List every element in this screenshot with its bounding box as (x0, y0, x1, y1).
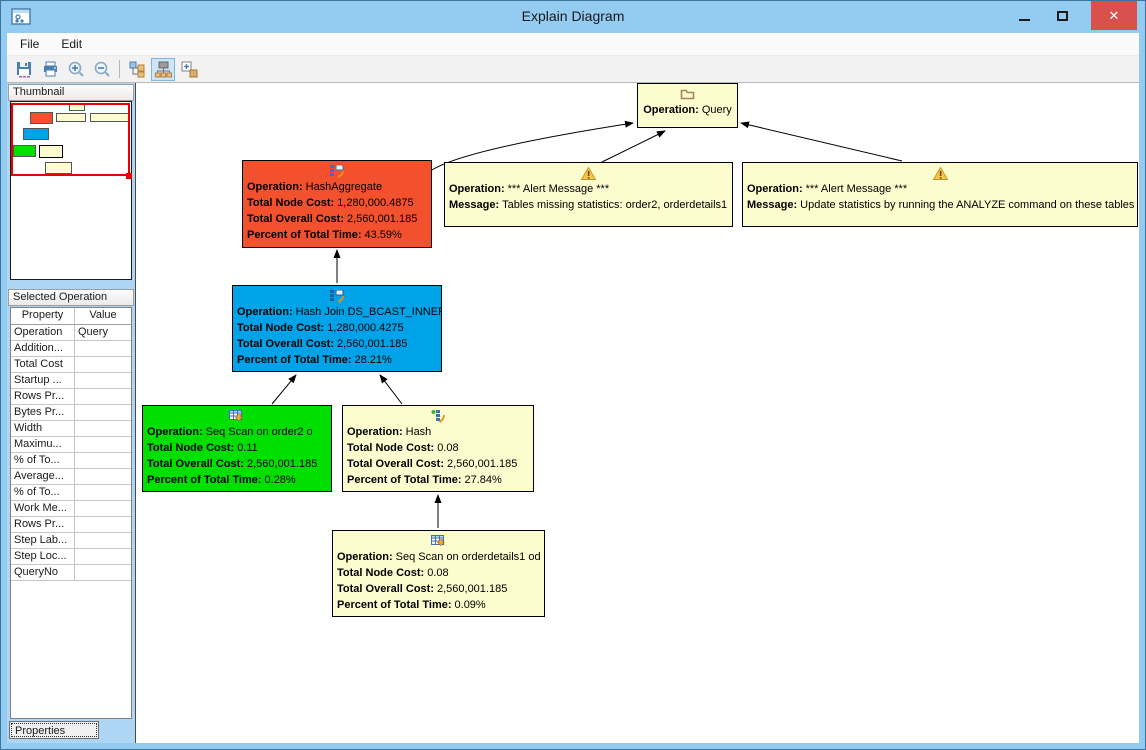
toolbar (7, 56, 1139, 83)
app-icon (11, 8, 31, 25)
title-bar: Explain Diagram ✕ (1, 1, 1145, 33)
thumbnail-node-alert1 (56, 113, 86, 122)
minimize-button[interactable] (1007, 1, 1041, 30)
node-seq-scan-orderdetails1[interactable]: Operation:Seq Scan on orderdetails1 od T… (332, 530, 545, 617)
properties-tab-button[interactable]: Properties (9, 721, 99, 739)
warning-icon (932, 166, 948, 180)
thumbnail-node-hashjoin (23, 128, 49, 140)
table-row[interactable]: Step Loc... (11, 549, 131, 565)
node-alert-message-1[interactable]: Operation:*** Alert Message *** Message:… (444, 162, 733, 227)
window-title: Explain Diagram (521, 8, 625, 24)
table-row[interactable]: Maximu... (11, 437, 131, 453)
toolbar-separator (119, 60, 120, 78)
thumbnail-viewport-handle[interactable] (126, 173, 132, 179)
close-button[interactable]: ✕ (1091, 1, 1137, 30)
column-value: Value (75, 308, 131, 325)
print-icon (43, 61, 57, 76)
hierarchy-layout-icon (154, 61, 172, 77)
warning-icon (580, 166, 597, 180)
selected-operation-header: Selected Operation (8, 289, 134, 306)
seq-scan-icon (430, 535, 445, 547)
node-query[interactable]: Operation:Query (637, 83, 738, 128)
maximize-button[interactable] (1045, 1, 1079, 30)
thumbnail-panel-header: Thumbnail (8, 84, 134, 101)
table-row[interactable]: % of To... (11, 453, 131, 469)
save-button[interactable] (12, 58, 36, 81)
close-icon: ✕ (1108, 7, 1120, 23)
diagram-edges (271, 120, 903, 528)
zoom-in-button[interactable] (64, 58, 88, 81)
maximize-icon (1056, 10, 1068, 21)
hierarchy-layout-button[interactable] (151, 57, 175, 81)
save-icon (16, 61, 31, 77)
menu-bar: File Edit (7, 33, 1139, 56)
node-hash[interactable]: Operation:Hash Total Node Cost:0.08 Tota… (342, 405, 534, 492)
table-row[interactable]: Average... (11, 469, 131, 485)
table-row[interactable]: Rows Pr... (11, 517, 131, 533)
zoom-in-icon (68, 61, 84, 77)
menu-edit[interactable]: Edit (61, 37, 83, 51)
sidebar: Thumbnail Selected Operation Property Va (7, 83, 135, 743)
minimize-icon (1018, 18, 1030, 21)
expand-layout-icon (181, 61, 197, 77)
table-row[interactable]: % of To... (11, 485, 131, 501)
menu-file[interactable]: File (20, 37, 40, 51)
table-row[interactable]: Width (11, 421, 131, 437)
hash-icon (431, 410, 445, 423)
table-row[interactable]: Rows Pr... (11, 389, 131, 405)
tree-layout-icon (129, 61, 144, 77)
thumbnail-node-seqscan1 (13, 145, 36, 157)
zoom-out-icon (94, 61, 110, 77)
diagram-canvas[interactable]: Operation:Query Operation:HashAggregate … (135, 83, 1139, 743)
folder-icon (680, 89, 695, 100)
tree-layout-button[interactable] (125, 58, 149, 81)
table-row[interactable]: Bytes Pr... (11, 405, 131, 421)
thumbnail-preview[interactable] (10, 101, 132, 280)
property-table-header: Property Value (11, 308, 131, 325)
table-row[interactable]: Addition... (11, 341, 131, 357)
thumbnail-viewport[interactable] (11, 103, 132, 179)
hash-aggregate-icon (329, 164, 344, 178)
zoom-out-button[interactable] (90, 58, 114, 81)
node-alert-message-2[interactable]: Operation:*** Alert Message *** Message:… (742, 162, 1138, 227)
thumbnail-node-hash (39, 145, 63, 158)
table-row[interactable]: Startup ... (11, 373, 131, 389)
table-row[interactable]: QueryNo (11, 565, 131, 581)
column-property: Property (11, 308, 75, 325)
thumbnail-node-hashaggregate (30, 112, 53, 124)
hash-join-icon (329, 289, 344, 303)
window-body: Thumbnail Selected Operation Property Va (1, 83, 1145, 743)
node-seq-scan-order2[interactable]: Operation:Seq Scan on order2 o Total Nod… (142, 405, 332, 492)
thumbnail-node-seqscan2 (45, 162, 72, 174)
table-row[interactable]: Step Lab... (11, 533, 131, 549)
seq-scan-icon (229, 410, 244, 422)
table-row[interactable]: Work Me... (11, 501, 131, 517)
expand-layout-button[interactable] (177, 58, 201, 81)
table-row[interactable]: Total Cost (11, 357, 131, 373)
print-button[interactable] (38, 58, 62, 81)
node-hash-aggregate[interactable]: Operation:HashAggregate Total Node Cost:… (242, 160, 432, 248)
node-hash-join[interactable]: Operation:Hash Join DS_BCAST_INNER Total… (232, 285, 442, 372)
